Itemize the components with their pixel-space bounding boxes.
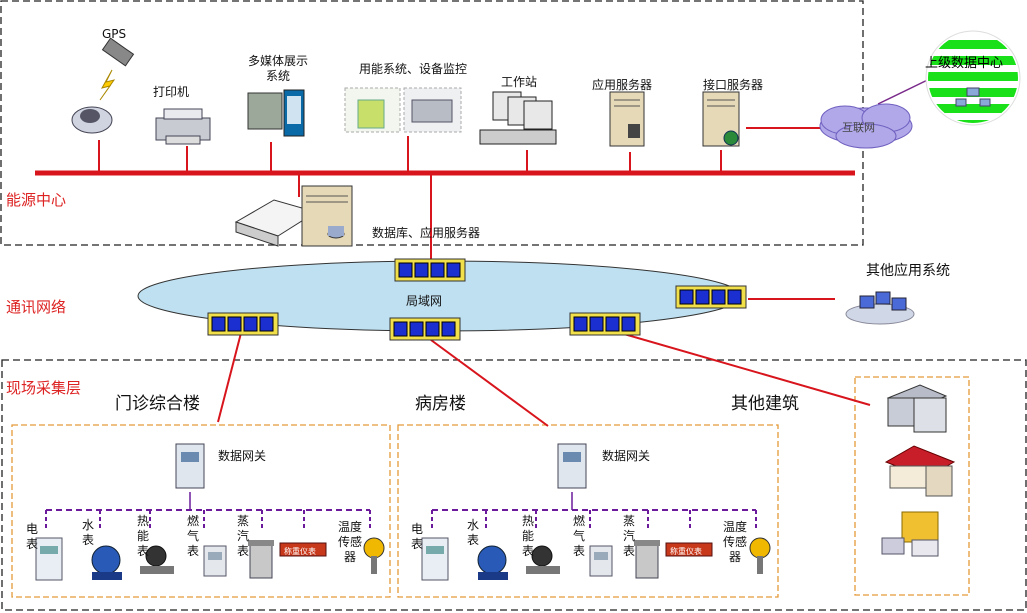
gps-label: GPS xyxy=(102,27,127,41)
meter-electric-label-r: 电表 xyxy=(410,522,423,551)
lan-switch-3 xyxy=(207,312,279,336)
monitor-label: 用能系统、设备监控 xyxy=(359,62,468,76)
printer-label: 打印机 xyxy=(153,85,190,99)
gateway-label-right: 数据网关 xyxy=(602,449,651,463)
meter-water-label-r: 水表 xyxy=(466,518,479,547)
upper-center-icon xyxy=(925,30,1021,126)
field-devices xyxy=(35,443,771,581)
printer-icon xyxy=(155,108,211,145)
building-icon-3 xyxy=(881,511,939,557)
zone-energy-center: 能源中心 xyxy=(6,191,67,209)
app-server-icon xyxy=(609,91,645,147)
building-icon-2 xyxy=(884,445,956,497)
upper-center-label: 上级数据中心 xyxy=(925,56,1004,71)
internet-label: 互联网 xyxy=(842,121,875,134)
interface-server-icon xyxy=(702,91,740,147)
meter-gas-label-r: 燃气表 xyxy=(572,514,585,558)
gateway-icon-1 xyxy=(175,443,205,489)
meters-group-1 xyxy=(35,537,385,581)
lan-switch-2 xyxy=(675,285,747,309)
gateway-icon-2 xyxy=(557,443,587,489)
lan-switch-5 xyxy=(569,312,641,336)
meter-water-label: 水表 xyxy=(81,518,94,547)
building-ward: 病房楼 xyxy=(415,394,466,414)
building-other: 其他建筑 xyxy=(731,394,799,414)
monitor-icon xyxy=(344,87,462,133)
bus-drops xyxy=(98,127,871,427)
meter-temp-label-r: 温度传感器 xyxy=(722,520,747,564)
building-outpatient: 门诊综合楼 xyxy=(115,394,200,414)
multimedia-label: 多媒体展示 系统 xyxy=(247,54,308,83)
other-building-box xyxy=(854,376,970,596)
lan-switches xyxy=(207,258,747,341)
other-apps-label: 其他应用系统 xyxy=(866,263,950,279)
meters-group-2 xyxy=(421,537,771,581)
app-server-label: 应用服务器 xyxy=(592,78,653,92)
meter-steam-label: 蒸汽表 xyxy=(236,514,249,558)
multimedia-icon xyxy=(247,89,305,137)
zone-network: 通讯网络 xyxy=(6,298,67,316)
building-icon-1 xyxy=(886,384,948,433)
ward-box xyxy=(397,424,779,598)
interface-server-label: 接口服务器 xyxy=(703,78,764,92)
gateway-label-left: 数据网关 xyxy=(218,449,267,463)
internet-cloud xyxy=(819,103,913,149)
meter-gas-label: 燃气表 xyxy=(186,514,199,558)
workstation-label: 工作站 xyxy=(501,75,538,89)
meter-bus-right xyxy=(431,492,757,530)
meter-weigh-label-r: 称重仪表 xyxy=(670,547,702,556)
workstation-icon xyxy=(479,91,557,145)
field-zone xyxy=(1,359,1027,611)
meter-electric-label: 电表 xyxy=(25,522,38,551)
db-server-icon xyxy=(234,185,353,247)
gps-icon xyxy=(71,37,135,134)
lan-label: 局域网 xyxy=(406,294,443,308)
meter-weigh-label: 称重仪表 xyxy=(284,547,316,556)
lan-switch-1 xyxy=(394,258,466,282)
db-server-label: 数据库、应用服务器 xyxy=(372,226,481,240)
meter-bus-left xyxy=(45,492,371,530)
meter-heat-label: 热能表 xyxy=(136,514,149,558)
meter-steam-label-r: 蒸汽表 xyxy=(622,514,635,558)
meter-heat-label-r: 热能表 xyxy=(521,514,534,558)
other-app-icon xyxy=(845,291,915,325)
zone-field: 现场采集层 xyxy=(6,379,82,397)
lan-switch-4 xyxy=(389,317,461,341)
meter-temp-label: 温度传感器 xyxy=(337,520,362,564)
outpatient-box xyxy=(11,424,391,598)
